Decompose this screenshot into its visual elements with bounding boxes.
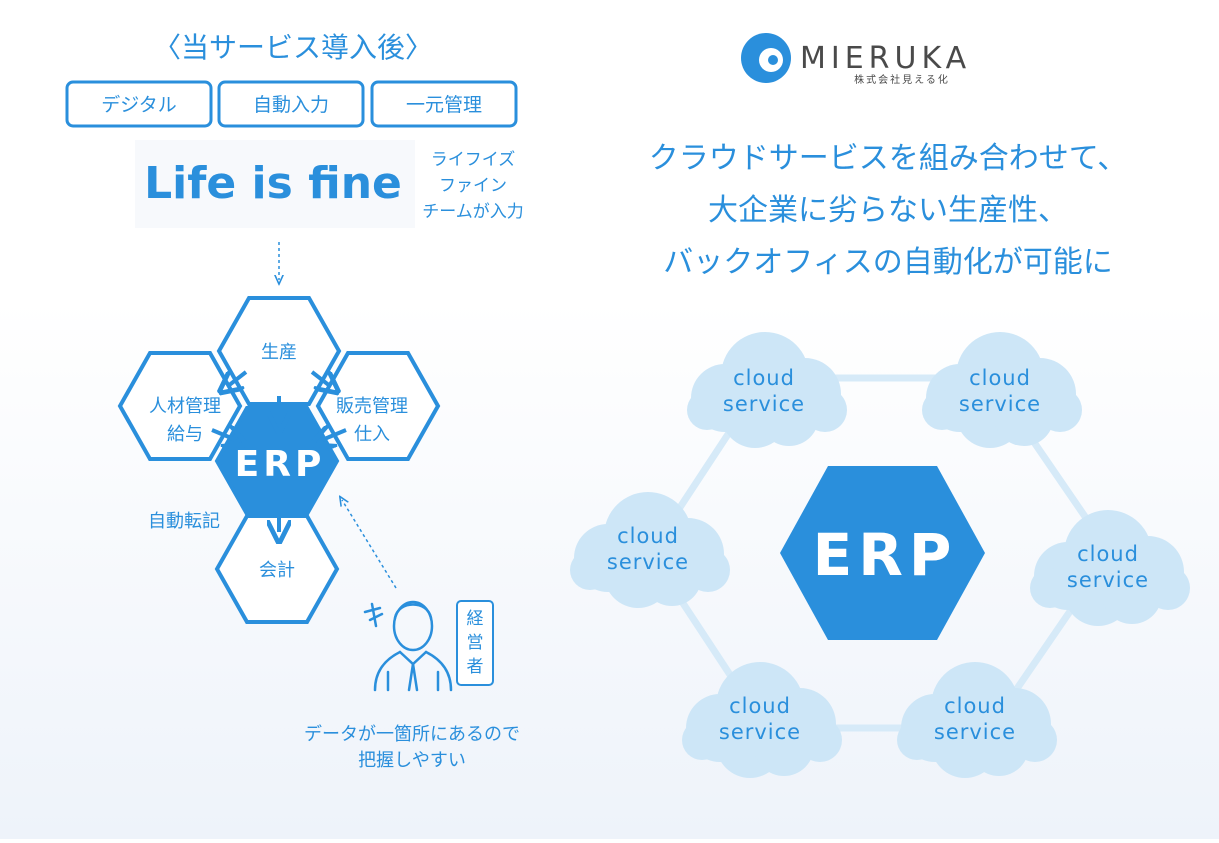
logo-name: MIERUKA: [800, 41, 971, 76]
arrow-hr-to-erp: [211, 430, 236, 440]
erp-center-label: ERP: [813, 521, 958, 589]
cloud-label-5b: service: [719, 720, 801, 744]
hex-production: [216, 296, 342, 406]
cloud-label-3a: cloud: [617, 524, 679, 548]
erp-hex-cluster: 生産 人材管理 給与 販売管理 仕入 ERP 会計: [117, 296, 441, 624]
tag-digital-box: [65, 80, 213, 128]
tag-centralized: 一元管理: [406, 94, 482, 116]
hex-hr: [117, 351, 243, 461]
arrow-production-to-sales: [310, 372, 330, 386]
cloud-label-2a: cloud: [969, 366, 1031, 390]
life-is-fine-logo: Life is fine: [144, 158, 402, 209]
erp-center-hexagon: [780, 466, 985, 640]
brand-caption-line1: ライフイズ: [431, 150, 516, 170]
footer-caption-line2: 把握しやすい: [358, 750, 466, 771]
logo-company: 株式会社見える化: [854, 73, 950, 86]
headline-line2: 大企業に劣らない生産性、: [708, 193, 1068, 228]
arrow-sales-to-erp: [322, 430, 347, 440]
hex-sales-label-1: 販売管理: [336, 396, 408, 417]
manager-label-box: [456, 600, 494, 686]
hex-production-label: 生産: [261, 342, 297, 363]
cloud-label-1b: service: [723, 392, 805, 416]
hex-hr-label-2: 給与: [167, 424, 203, 445]
manager-view-arrow: [342, 500, 397, 589]
cloud-label-2b: service: [959, 392, 1041, 416]
hex-sales-label-2: 仕入: [354, 424, 390, 445]
hex-sales: [315, 351, 441, 461]
brand-caption-line2: ファイン: [439, 176, 507, 196]
after-introduction-title: 〈当サービス導入後〉: [153, 31, 433, 64]
footer-caption-line1: データが一箇所にあるので: [304, 724, 520, 745]
arrow-production-to-hr: [228, 372, 248, 386]
tag-digital: デジタル: [101, 94, 177, 116]
headline-line3: バックオフィスの自動化が可能に: [663, 245, 1112, 280]
feature-tags: デジタル 自動入力 一元管理: [65, 80, 518, 128]
cloud-service-top-left: [687, 332, 847, 448]
mieruka-logo: MIERUKA 株式会社見える化: [741, 33, 971, 86]
cloud-label-5a: cloud: [729, 694, 791, 718]
sparkle-icon: [363, 602, 384, 628]
tag-centralized-box: [370, 80, 518, 128]
manager-person-icon: [373, 600, 453, 692]
headline-line1: クラウドサービスを組み合わせて、: [649, 141, 1128, 176]
manager-label-char2: 営: [467, 633, 484, 653]
hex-hr-label-1: 人材管理: [149, 396, 221, 417]
cloud-label-1a: cloud: [733, 366, 795, 390]
brand-caption-line3: チームが入力: [422, 202, 524, 222]
hex-erp-label: ERP: [235, 444, 326, 485]
tag-auto-input: 自動入力: [253, 94, 329, 116]
cloud-label-4b: service: [1067, 568, 1149, 592]
cloud-label-4a: cloud: [1077, 542, 1139, 566]
hex-accounting-label: 会計: [259, 560, 295, 581]
cloud-label-6b: service: [934, 720, 1016, 744]
cloud-label-3b: service: [607, 550, 689, 574]
auto-posting-label: 自動転記: [148, 511, 220, 532]
brand-logo-backdrop: [135, 140, 415, 228]
cloud-service-top-right: [922, 332, 1082, 448]
tag-auto-input-box: [217, 80, 365, 128]
manager-label-char3: 者: [467, 657, 484, 677]
manager-label-char1: 経: [467, 609, 484, 629]
cloud-label-6a: cloud: [944, 694, 1006, 718]
